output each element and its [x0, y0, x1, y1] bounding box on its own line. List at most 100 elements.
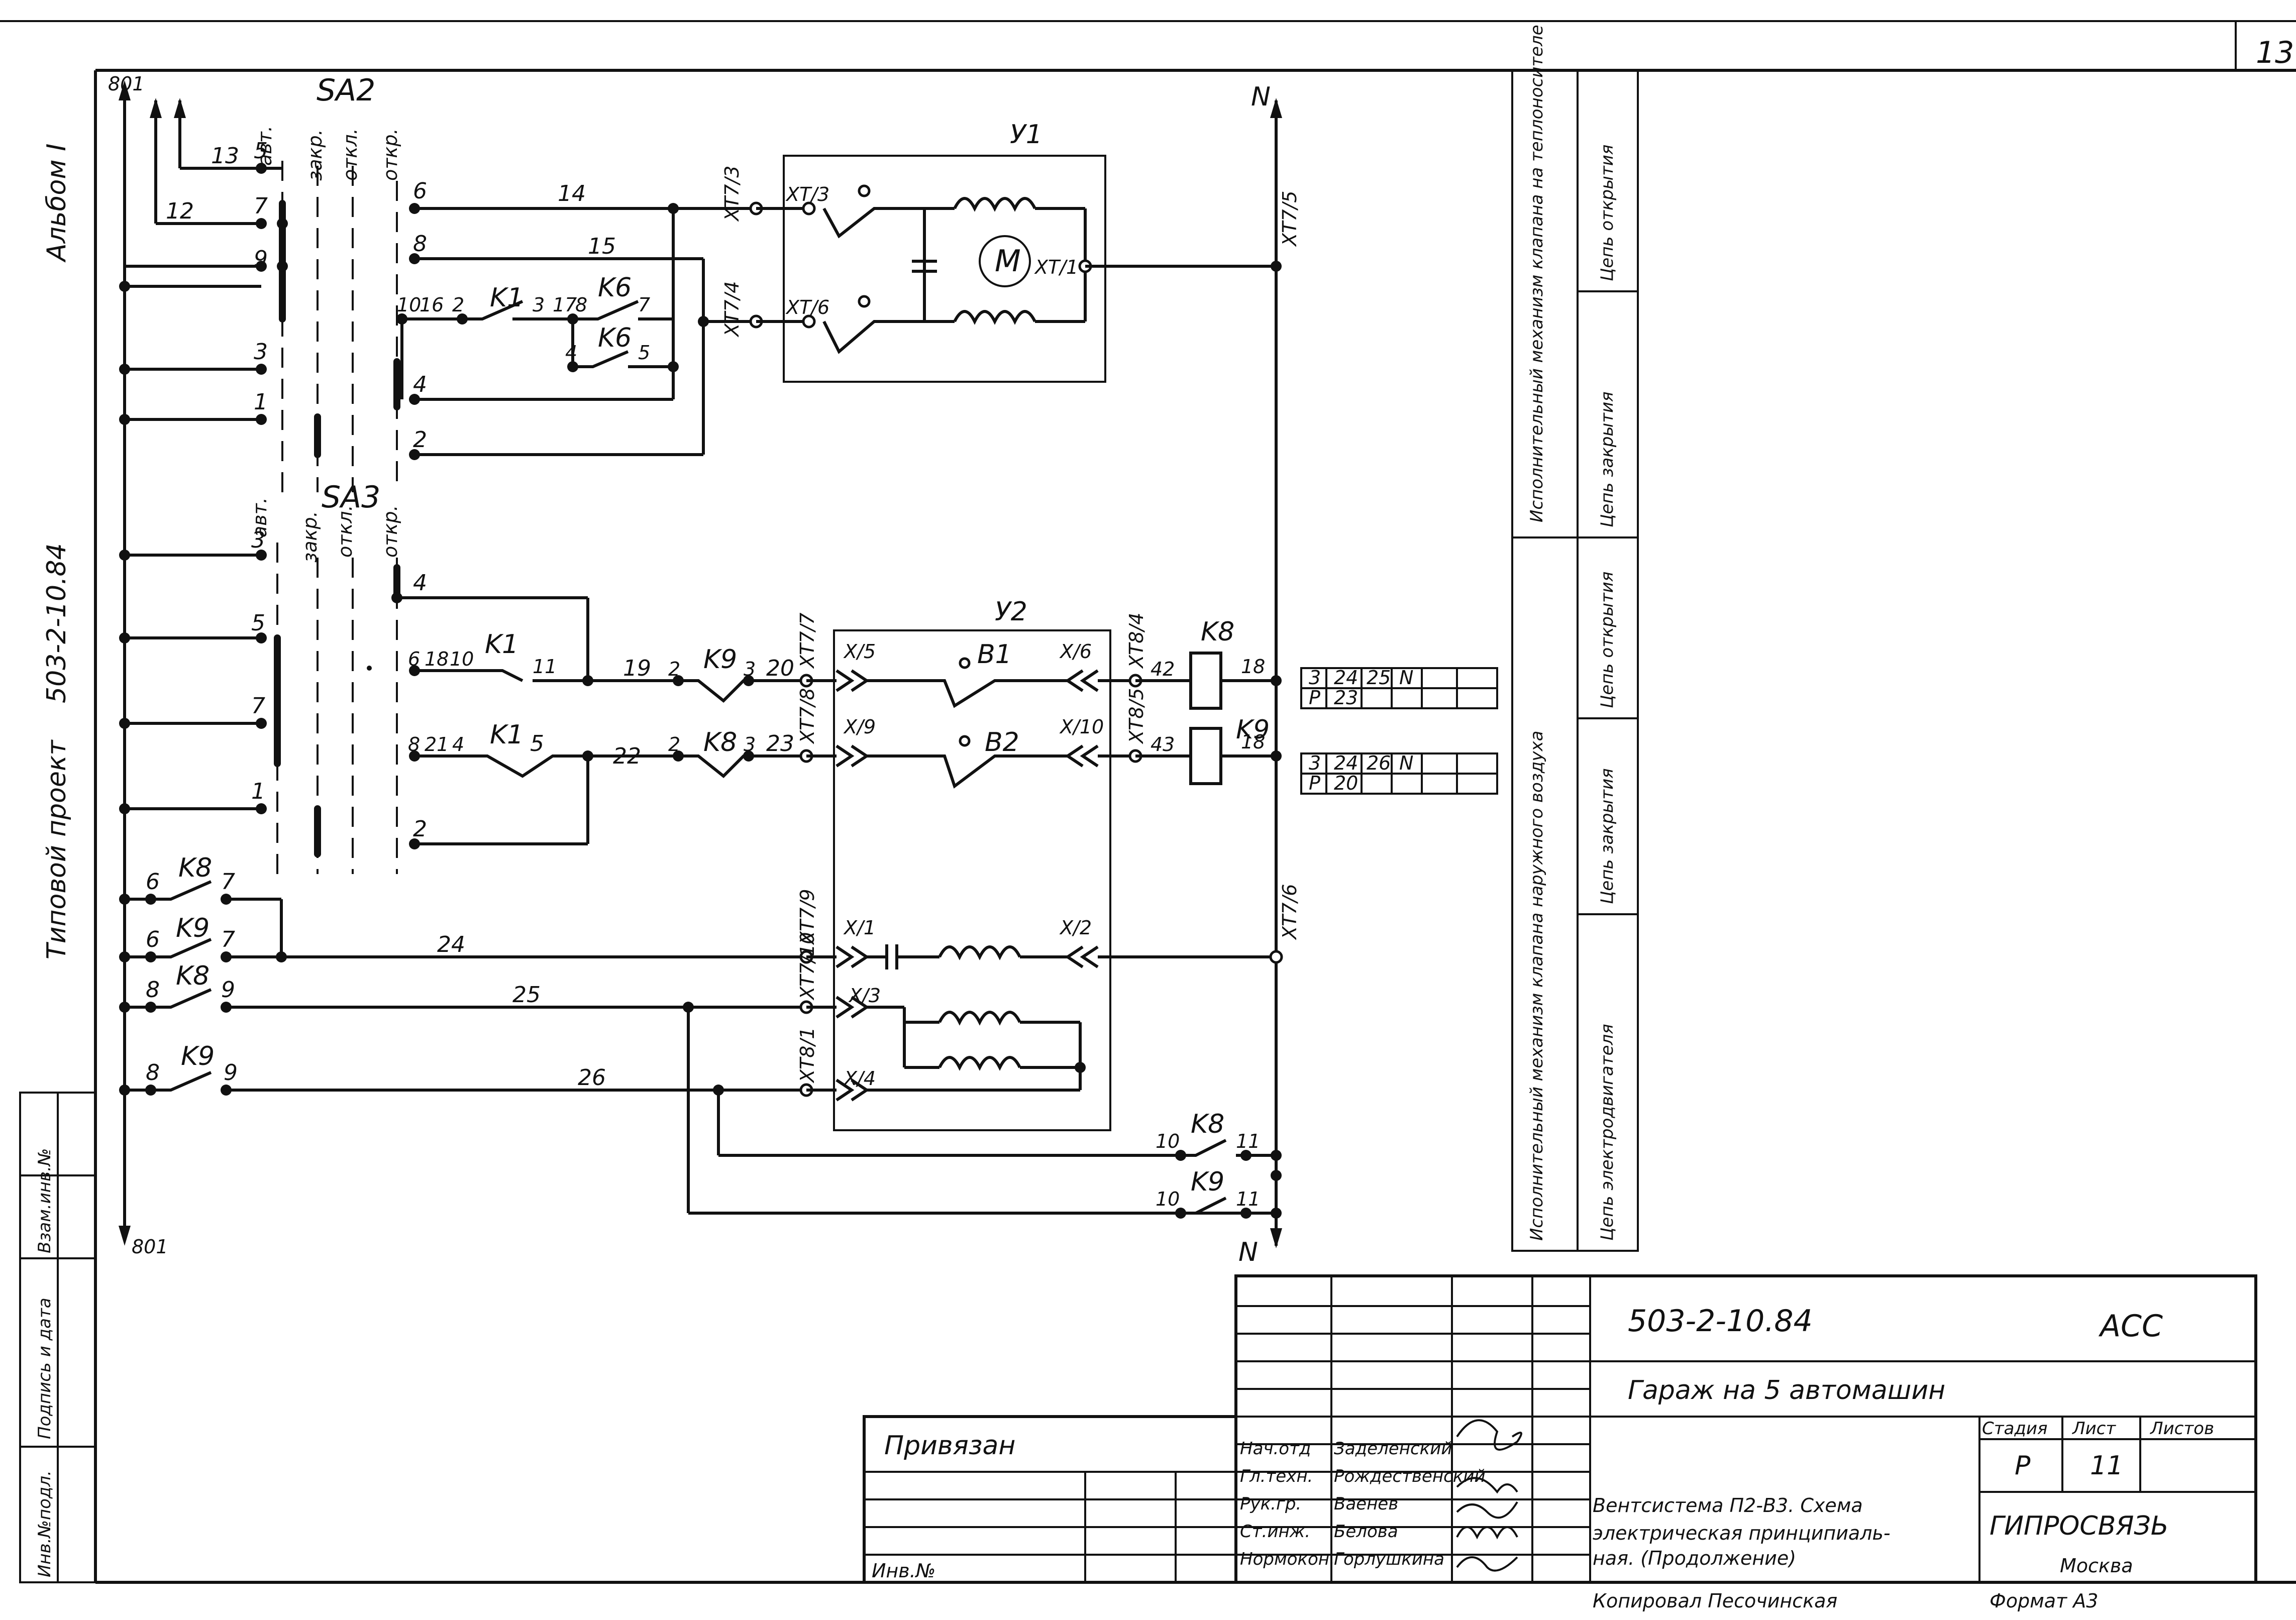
term-xt8-5: XT8/5: [1125, 688, 1147, 744]
term-xt7-4: XT7/4: [721, 281, 743, 338]
actuator-y2-label: У2: [995, 597, 1027, 627]
wire-22-label: 22: [613, 743, 641, 769]
k8-table-r1c0: P: [1309, 687, 1320, 709]
svg-text:11: 11: [533, 656, 557, 678]
stamp-vzam-inv: Взам.инв.№: [35, 1148, 55, 1253]
doc-mark: АСС: [2098, 1309, 2163, 1344]
svg-text:8: 8: [408, 733, 420, 755]
k1-label-low: K1: [490, 720, 524, 750]
role-4-name: Горлушкина: [1334, 1549, 1444, 1569]
k8-table-c3: N: [1399, 667, 1413, 689]
role-3-name: Белова: [1334, 1522, 1398, 1542]
k9-table-c1: 24: [1334, 752, 1358, 774]
role-0: Нач.отд: [1240, 1439, 1311, 1459]
svg-text:5: 5: [530, 731, 544, 757]
svg-text:6: 6: [146, 927, 160, 952]
term-xt7-7: XT7/7: [796, 613, 818, 669]
k9-table-c2: 26: [1367, 752, 1391, 774]
svg-text:9: 9: [224, 1060, 238, 1086]
k9-table-r1c1: 20: [1334, 772, 1358, 794]
svg-text:9: 9: [254, 246, 268, 272]
wire-23-label: 23: [766, 731, 794, 757]
org-name: ГИПРОСВЯЗЬ: [1990, 1511, 2168, 1541]
conn-x3: X/3: [848, 985, 881, 1007]
conn-x5: X/5: [843, 640, 876, 663]
k6-label-top: K6: [598, 273, 632, 303]
k8-contact-label-2: K8: [176, 961, 210, 991]
svg-text:8: 8: [146, 1060, 160, 1086]
svg-text:3: 3: [251, 527, 265, 553]
stamp-sign-date: Подпись и дата: [35, 1298, 55, 1439]
switch-b1-label: B1: [977, 639, 1012, 670]
actuator-y1-box: [783, 155, 1106, 383]
actuator-y2-box: [833, 629, 1111, 1131]
relay-table-k9: [1300, 752, 1498, 795]
wire-25-label: 25: [512, 982, 541, 1008]
svg-text:4: 4: [413, 372, 427, 397]
svg-text:1: 1: [254, 389, 268, 415]
svg-text:1: 1: [251, 779, 265, 804]
conn-x10: X/10: [1059, 716, 1104, 738]
inv-no-label: Инв.№: [872, 1560, 935, 1582]
wire-20-label: 20: [766, 656, 794, 681]
term-xt7-10: XT7/10: [796, 932, 818, 1001]
svg-text:8: 8: [146, 977, 160, 1003]
sheets-header: Листов: [2149, 1419, 2214, 1439]
svg-text:7: 7: [251, 693, 265, 719]
title-block-grid: [863, 1274, 2257, 1584]
svg-text:6: 6: [413, 178, 427, 204]
k8-table-c1: 24: [1334, 667, 1358, 689]
signature-2: [1456, 1477, 1518, 1494]
term-xt7-6: XT7/6: [1279, 884, 1301, 940]
motor-symbol: [979, 235, 1031, 287]
svg-text:5: 5: [251, 610, 265, 636]
k8-table-c0: 3: [1309, 667, 1321, 689]
bus-bottom-label: 801: [132, 1236, 168, 1258]
sa3-pos-off: откл.: [334, 505, 356, 558]
relay-k8-label: K8: [1201, 617, 1234, 647]
svg-text:6: 6: [146, 869, 160, 895]
svg-text:11: 11: [1236, 1188, 1260, 1210]
svg-text:3: 3: [254, 339, 268, 365]
k9-contact-label-3: K9: [1191, 1167, 1224, 1197]
sheet-value: 11: [2090, 1451, 2123, 1481]
description-line-3: ная. (Продолжение): [1593, 1547, 1796, 1569]
stage-header: Стадия: [1982, 1419, 2047, 1439]
stamp-inv-podl: Инв.№подл.: [35, 1470, 55, 1577]
relay-k8-coil: [1189, 652, 1222, 710]
object-name: Гараж на 5 автомашин: [1628, 1375, 1945, 1406]
description-line-1: Вентсистема П2-В3. Схема: [1593, 1494, 1863, 1517]
svg-text:2: 2: [668, 733, 680, 755]
side-project-code: 503-2-10.84: [42, 543, 72, 703]
k8-table-r1c1: 23: [1334, 687, 1358, 709]
sa3-label: SA3: [322, 480, 380, 515]
term-xt-3: XT/3: [785, 183, 829, 205]
svg-text:16: 16: [420, 294, 444, 316]
bus-arrow-top: [119, 80, 131, 100]
role-2-name: Ваенев: [1334, 1494, 1398, 1514]
conn-x2: X/2: [1059, 917, 1092, 939]
role-1-name: Рождественский: [1334, 1466, 1485, 1486]
svg-text:8: 8: [575, 294, 587, 316]
k8-contact-label-3: K8: [1191, 1109, 1224, 1139]
svg-text:18: 18: [1241, 656, 1265, 678]
svg-text:7: 7: [254, 193, 268, 219]
purpose-header-heat: Исполнительный механизм клапана на тепло…: [1527, 25, 1547, 522]
relay-k9-label: K9: [1236, 715, 1270, 745]
term-xt7-3: XT7/3: [721, 166, 743, 222]
role-4: Нормокон.: [1240, 1549, 1335, 1569]
neutral-top-label: N: [1251, 82, 1271, 112]
svg-text:18: 18: [1241, 731, 1265, 753]
conn-x6: X/6: [1059, 640, 1092, 663]
sa2-pos-auto: авт.: [254, 126, 276, 166]
k9-contact-label-1: K9: [176, 913, 210, 943]
role-1: Гл.техн.: [1240, 1466, 1313, 1486]
svg-text:10: 10: [1156, 1130, 1180, 1152]
wire-14-label: 14: [558, 181, 586, 206]
purpose-air-close: Цепь закрытия: [1597, 768, 1617, 904]
svg-text:10: 10: [1156, 1188, 1180, 1210]
k9-table-r1c0: P: [1309, 772, 1320, 794]
k8-table-c2: 25: [1367, 667, 1391, 689]
description-line-2: электрическая принципиаль-: [1593, 1522, 1891, 1544]
bound-label: Привязан: [884, 1431, 1015, 1461]
